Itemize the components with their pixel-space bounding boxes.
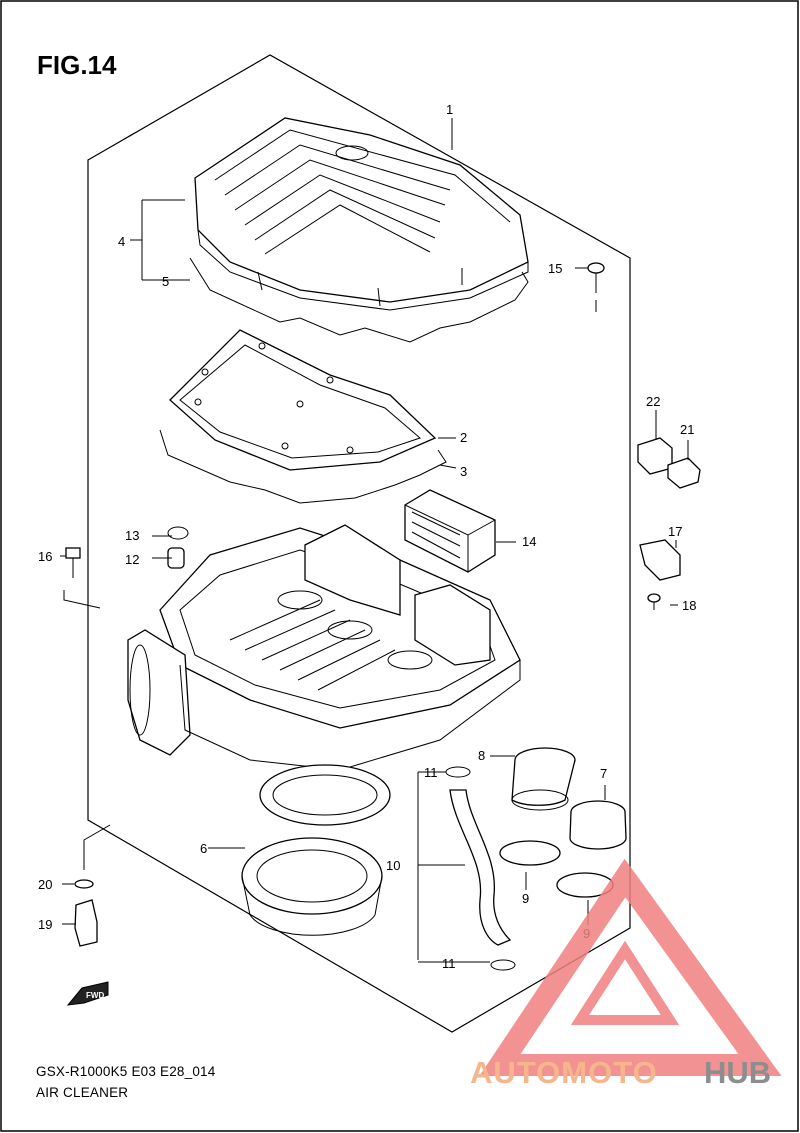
leader-lines [60,118,689,963]
callout-13: 13 [125,528,139,543]
air-cleaner-case [127,524,521,771]
callout-7: 7 [600,766,607,781]
connector-21 [667,457,701,489]
callout-12: 12 [125,552,139,567]
washer-20 [74,879,94,889]
drain-hose [449,789,512,946]
clip [167,526,189,540]
sensor-19 [74,899,98,947]
callout-17: 17 [668,524,682,539]
air-cleaner-cover [194,117,529,311]
callout-14: 14 [522,534,536,549]
figure-title: FIG.14 [37,50,117,80]
cover-seal-gasket [189,257,529,343]
intake-duct [569,800,627,850]
filter-seal-gasket [159,429,447,504]
watermark-triangle-logo [479,858,782,1076]
iat-sensor [639,539,681,581]
callout-18: 18 [682,598,696,613]
automotohub-watermark: AUTOMOTO HUB [470,858,782,1090]
callout-9-upper: 9 [522,891,529,906]
watermark-inner-triangle [570,940,680,1025]
clamp-upper [499,840,561,866]
callout-20: 20 [38,877,52,892]
screw-18 [647,593,661,610]
callout-19: 19 [38,917,52,932]
callout-4: 4 [118,234,125,249]
fwd-arrow: FWD [66,981,109,1006]
callout-3: 3 [460,464,467,479]
sponge-filter [404,489,496,573]
model-code-caption: GSX-R1000K5 E03 E28_014 [36,1064,216,1079]
callout-16: 16 [38,549,52,564]
assembly-boundary [87,54,631,1033]
watermark-brand-automoto: AUTOMOTO [470,1055,658,1090]
callout-8: 8 [478,748,485,763]
callout-1: 1 [446,102,453,117]
fwd-label: FWD [86,991,104,1000]
connector-22 [637,437,673,475]
callout-2: 2 [460,430,467,445]
callout-22: 22 [646,394,660,409]
callout-10: 10 [386,858,400,873]
watermark-brand-hub: HUB [704,1055,771,1090]
callout-11-upper: 11 [424,765,438,780]
callout-11-lower: 11 [442,956,456,971]
callout-15: 15 [548,261,562,276]
hose-clamp-lower [490,959,516,971]
screw-15 [587,262,605,293]
callout-6: 6 [200,841,207,856]
callout-21: 21 [680,422,694,437]
callout-5: 5 [162,274,169,289]
intake-rubber-ring [241,764,391,936]
diagram-name-caption: AIR CLEANER [36,1085,129,1100]
outlet-duct [511,747,576,811]
bolt-16 [65,547,81,578]
filter-element [169,329,437,471]
hose-clamp-upper [445,766,471,778]
